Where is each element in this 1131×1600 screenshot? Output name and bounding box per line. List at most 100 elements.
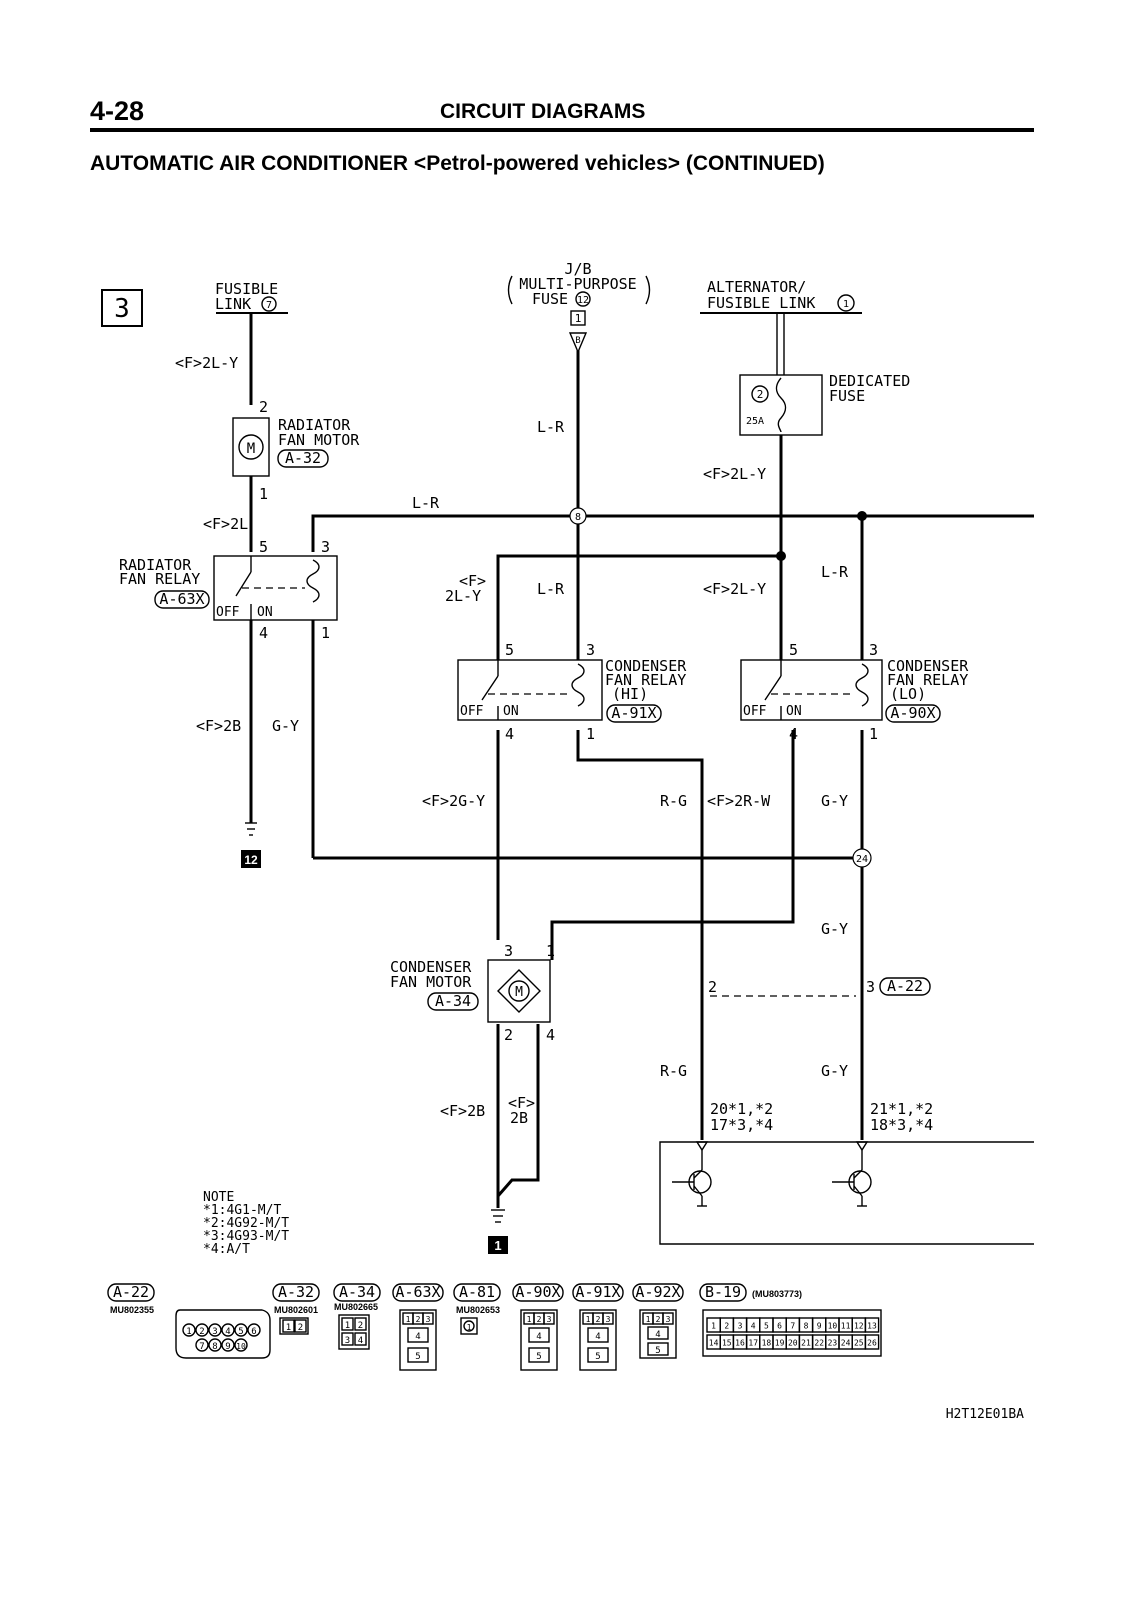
svg-text:3: 3: [606, 1315, 611, 1324]
junction-24: 24: [852, 848, 872, 868]
connector-a22-dash: 2 3 A-22: [708, 977, 931, 997]
b19-pin-label: 3: [738, 1322, 743, 1331]
svg-text:3: 3: [321, 538, 330, 556]
svg-text:LINK: LINK: [215, 295, 251, 313]
header-rule: [90, 128, 1034, 132]
svg-text:1: 1: [546, 942, 555, 960]
svg-text:*1:4G1-M/T: *1:4G1-M/T: [203, 1203, 281, 1218]
svg-text:5: 5: [415, 1352, 420, 1362]
svg-text:5: 5: [595, 1352, 600, 1362]
svg-text:2: 2: [596, 1315, 601, 1324]
svg-text:RADIATOR: RADIATOR: [278, 416, 351, 434]
svg-text:1: 1: [646, 1315, 651, 1324]
connector-a22-face: 1 2 3 4 5 6 7 8 9 10: [175, 1309, 271, 1359]
svg-text:3: 3: [866, 978, 875, 996]
wire-labels: <F>2L-Y L-R L-R <F>2L-Y <F>2L <F> 2L-Y L…: [175, 354, 849, 1127]
b19-pin-label: 12: [854, 1322, 864, 1331]
svg-text:3: 3: [586, 641, 595, 659]
svg-text:4: 4: [595, 1332, 600, 1342]
svg-text:3: 3: [869, 641, 878, 659]
svg-text:5: 5: [238, 1327, 243, 1337]
svg-text:12: 12: [577, 295, 589, 306]
b19-pin-label: 7: [790, 1322, 795, 1331]
svg-text:25A: 25A: [746, 416, 764, 427]
ground-1: 1: [488, 1236, 508, 1254]
connector-part-numbers: MU802355 MU802601 MU802665 MU802653: [110, 1302, 500, 1315]
svg-text:FAN RELAY: FAN RELAY: [119, 570, 200, 588]
svg-text:FUSE: FUSE: [829, 387, 865, 405]
svg-text:2: 2: [298, 1323, 303, 1333]
svg-text:2: 2: [656, 1315, 661, 1324]
svg-text:MU802601: MU802601: [274, 1305, 318, 1315]
svg-text:A-22: A-22: [887, 977, 923, 995]
svg-text:2: 2: [259, 398, 268, 416]
svg-text:2: 2: [358, 1321, 363, 1331]
b19-pin-label: 26: [867, 1339, 877, 1348]
svg-text:MU802355: MU802355: [110, 1305, 154, 1315]
svg-text:A-92X: A-92X: [635, 1283, 680, 1301]
svg-text:B-19: B-19: [705, 1283, 741, 1301]
svg-text:6: 6: [251, 1327, 256, 1337]
svg-text:2: 2: [708, 978, 717, 996]
svg-text:4: 4: [655, 1330, 660, 1340]
connector-a92x-face: 1 2 3 4 5: [639, 1309, 677, 1359]
page-number: 4-28: [90, 96, 145, 126]
svg-text:OFF: OFF: [460, 704, 484, 719]
svg-text:R-G: R-G: [660, 792, 687, 810]
connector-a63x-face: 1 2 3 4 5: [399, 1309, 437, 1371]
b19-pin-label: 15: [722, 1339, 732, 1348]
svg-text:A-90X: A-90X: [515, 1283, 560, 1301]
svg-text:4: 4: [259, 624, 268, 642]
svg-text:A-91X: A-91X: [575, 1283, 620, 1301]
b19-pin-label: 2: [724, 1322, 729, 1331]
svg-text:<F>2G-Y: <F>2G-Y: [422, 792, 485, 810]
svg-text:L-R: L-R: [537, 418, 565, 436]
svg-text:1: 1: [259, 485, 268, 503]
svg-text:CONDENSER: CONDENSER: [605, 657, 687, 675]
svg-text:1: 1: [869, 725, 878, 743]
svg-text:3: 3: [426, 1315, 431, 1324]
svg-text:3: 3: [666, 1315, 671, 1324]
svg-text:A-32: A-32: [285, 449, 321, 467]
svg-text:24: 24: [856, 854, 868, 865]
svg-text:2: 2: [504, 1026, 513, 1044]
svg-text:1: 1: [575, 312, 582, 325]
svg-text:(LO): (LO): [890, 685, 926, 703]
svg-text:<F>2L-Y: <F>2L-Y: [703, 580, 766, 598]
svg-text:A-22: A-22: [113, 1283, 149, 1301]
b19-pin-label: 14: [709, 1339, 719, 1348]
svg-text:FAN RELAY: FAN RELAY: [887, 671, 968, 689]
svg-text:8: 8: [212, 1342, 217, 1352]
svg-text:3: 3: [212, 1327, 217, 1337]
b19-pin-label: 6: [777, 1322, 782, 1331]
radiator-fan-relay: 5 3 4 1 OFF ON RADIATOR FAN RELAY A-63X: [119, 538, 338, 642]
svg-text:M: M: [247, 441, 255, 457]
b19-pin-label: 9: [817, 1322, 822, 1331]
svg-text:R-G: R-G: [660, 1062, 687, 1080]
condenser-fan-relay-hi: 5 3 4 1 OFF ON CONDENSER FAN RELAY (HI) …: [457, 641, 687, 743]
svg-text:<F>2L-Y: <F>2L-Y: [703, 465, 766, 483]
svg-text:<F>2L-Y: <F>2L-Y: [175, 354, 238, 372]
svg-text:5: 5: [536, 1352, 541, 1362]
section-title: CIRCUIT DIAGRAMS: [440, 100, 646, 123]
svg-text:A-91X: A-91X: [611, 704, 656, 722]
svg-text:DEDICATED: DEDICATED: [829, 372, 910, 390]
svg-text:3: 3: [547, 1315, 552, 1324]
svg-text:<F>2B: <F>2B: [440, 1102, 485, 1120]
svg-text:MU802653: MU802653: [456, 1305, 500, 1315]
svg-text:2L-Y: 2L-Y: [445, 587, 481, 605]
svg-text:<F>: <F>: [508, 1094, 535, 1112]
svg-text:G-Y: G-Y: [821, 1062, 848, 1080]
svg-text:21*1,*2: 21*1,*2: [870, 1100, 933, 1118]
svg-text:<F>2R-W: <F>2R-W: [707, 792, 771, 810]
svg-text:2: 2: [757, 388, 764, 401]
svg-text:3: 3: [504, 942, 513, 960]
svg-text:OFF: OFF: [743, 704, 767, 719]
b19-pin-label: 4: [751, 1322, 756, 1331]
svg-text:2: 2: [199, 1327, 204, 1337]
b19-pin-label: 16: [735, 1339, 745, 1348]
sheet-number-box: 3: [101, 289, 143, 327]
condenser-fan-motor: M 3 1 2 4 CONDENSER FAN MOTOR A-34: [390, 942, 555, 1044]
svg-text:7: 7: [199, 1342, 204, 1352]
